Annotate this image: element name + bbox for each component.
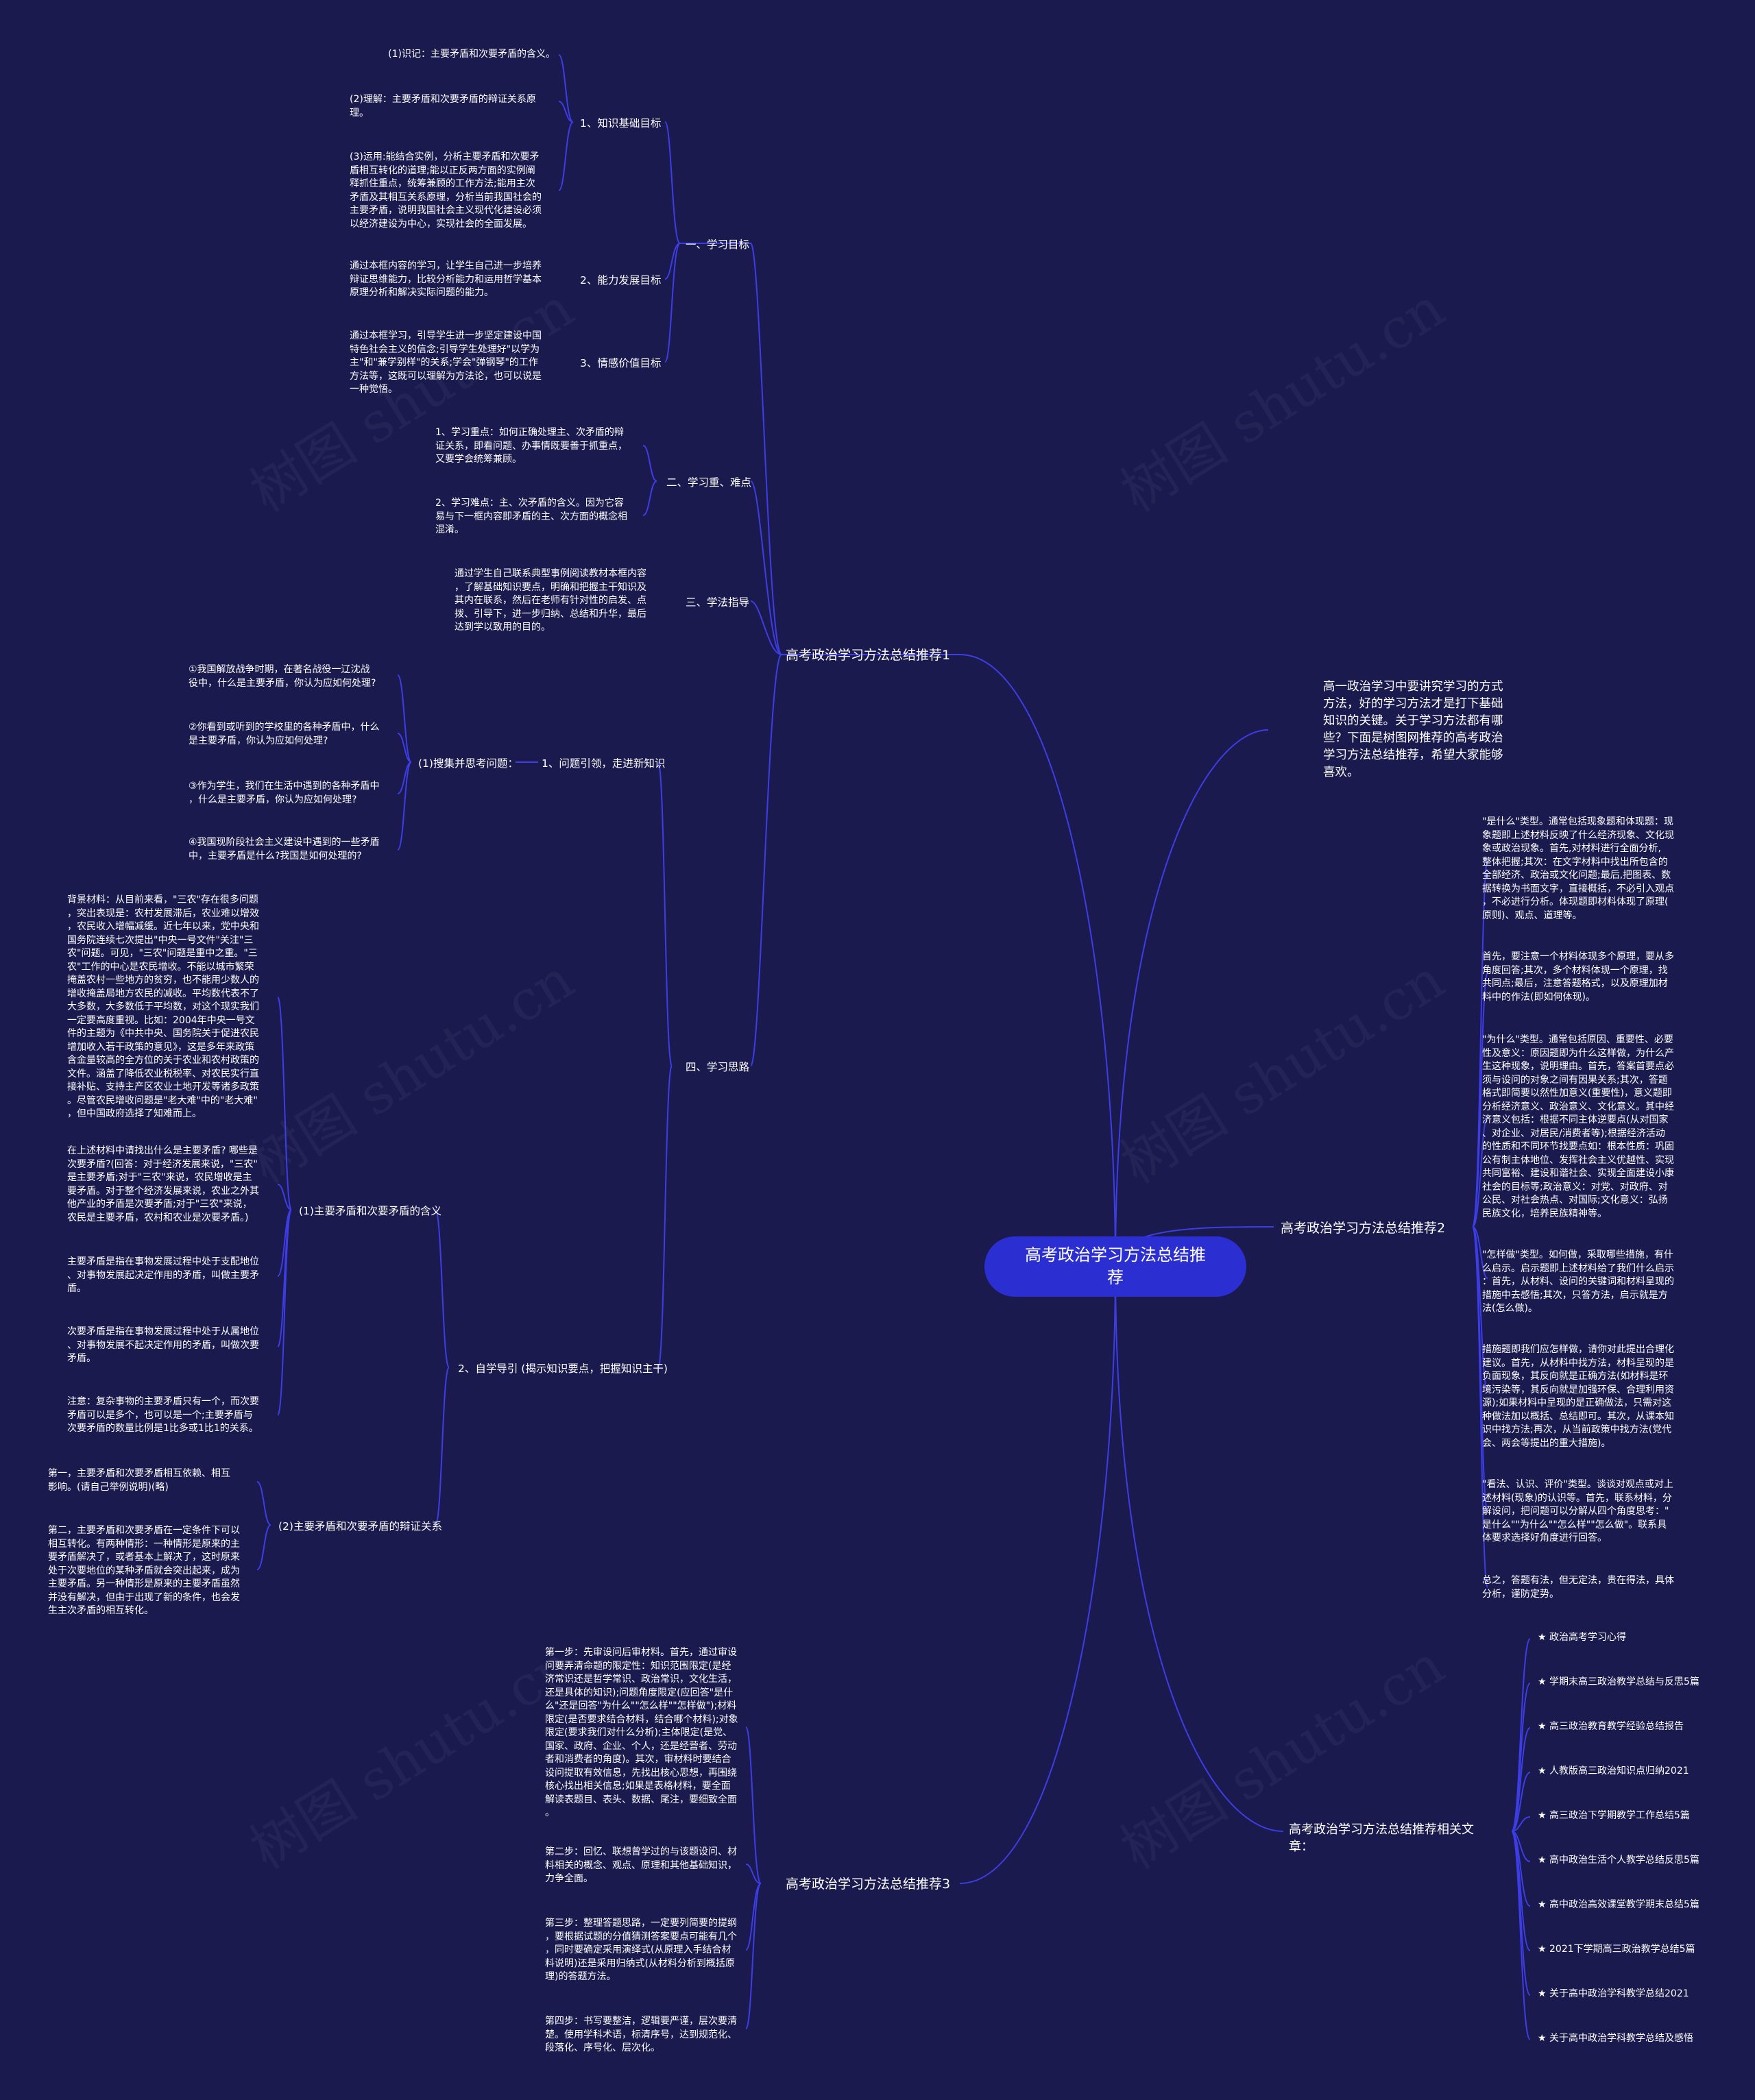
answer-step-item: 第二步：回忆、联想曾学过的与该题设问、材 料相关的概念、观点、原理和其他基础知识… [545,1846,737,1884]
goal-ability-text: 通过本框内容的学习，让学生自己进一步培养 辩证思维能力，比较分析能力和运用哲学基… [350,260,542,298]
question-item: ②你看到或听到的学校里的各种矛盾中，什么 是主要矛盾，你认为应如何处理? [189,722,380,746]
related-article-link[interactable]: ★ 关于高中政治学科教学总结及感悟 [1538,2033,1694,2044]
goal-emotion-text: 通过本框学习，引导学生进一步坚定建设中国 特色社会主义的信念;引导学生处理好"以… [350,330,542,395]
dialectical-relation[interactable]: (2)主要矛盾和次要矛盾的辩证关系 [278,1520,442,1533]
related-article-link[interactable]: ★ 政治高考学习心得 [1538,1632,1627,1643]
question-item: ④我国现阶段社会主义建设中遇到的一些矛盾 中，主要矛盾是什么?我国是如何处理的? [189,837,380,862]
related-article-link[interactable]: ★ 高三政治下学期教学工作总结5篇 [1538,1810,1690,1821]
concept-definition[interactable]: (1)主要矛盾和次要矛盾的含义 [299,1205,441,1217]
relation-item: 第二，主要矛盾和次要矛盾在一定条件下可以 相互转化。有两种情形：一种情形是原来的… [48,1525,240,1616]
section-method[interactable]: 三、学法指导 [686,596,750,609]
concept-item: 主要矛盾是指在事物发展过程中处于支配地位 、对事物发展起决定作用的矛盾，叫做主要… [67,1256,259,1294]
related-article-link[interactable]: ★ 人教版高三政治知识点归纳2021 [1538,1766,1689,1777]
answer-type-item: "是什么"类型。通常包括现象题和体现题：现 象题即上述材料反映了什么经济现象、文… [1482,816,1674,921]
concept-item: 次要矛盾是指在事物发展过程中处于从属地位 、对事物发展不起决定作用的矛盾，叫做次… [67,1326,259,1364]
answer-step-item: 第三步：整理答题思路，一定要列简要的提纲 ，要根据试题的分值猜测答案要点可能有几… [545,1918,737,1982]
related-article-link[interactable]: ★ 关于高中政治学科教学总结2021 [1538,1988,1689,1999]
concept-item: 背景材料：从目前来看，"三农"存在很多问题 ，突出表现是：农村发展滞后，农业难以… [67,894,259,1119]
intro-text: 高一政治学习中要讲究学习的方式 方法，好的学习方法才是打下基础 知识的关键。关于… [1323,680,1503,779]
goal-knowledge[interactable]: 1、知识基础目标 [580,117,662,130]
answer-step-item: 第四步：书写要整洁，逻辑要严谨，层次要清 楚。使用学科术语，标清序号，达到规范化… [545,2016,737,2053]
answer-type-item: 首先，要注意一个材料体现多个原理，要从多 角度回答;其次，多个材料体现一个原理，… [1482,951,1674,1003]
goal-knowledge-item: (2)理解：主要矛盾和次要矛盾的辩证关系原 理。 [350,94,536,119]
goal-emotion[interactable]: 3、情感价值目标 [580,357,662,369]
key-point-item: 2、学习难点：主、次矛盾的含义。因为它容 易与下一框内容即矛盾的主、次方面的概念… [435,498,627,535]
goal-knowledge-item: (1)识记：主要矛盾和次要矛盾的含义。 [388,49,555,60]
section-learning-goals[interactable]: 一、学习目标 [686,239,750,251]
related-article-link[interactable]: ★ 学期末高三政治教学总结与反思5篇 [1538,1676,1699,1687]
branch-1-title[interactable]: 高考政治学习方法总结推荐1 [786,648,951,663]
question-item: ①我国解放战争时期，在著名战役一辽沈战 役中，什么是主要矛盾，你认为应如何处理? [189,664,376,689]
self-study-guide[interactable]: 2、自学导引 (揭示知识要点，把握知识主干) [458,1363,668,1375]
section-key-points[interactable]: 二、学习重、难点 [666,476,752,489]
branch-3-title[interactable]: 高考政治学习方法总结推荐3 [786,1877,951,1892]
root-node[interactable]: 高考政治学习方法总结推 荐 [984,1236,1246,1297]
question-lead[interactable]: 1、问题引领，走进新知识 [542,757,666,770]
related-article-link[interactable]: ★ 2021下学期高三政治教学总结5篇 [1538,1944,1695,1955]
question-item: ③作为学生，我们在生活中遇到的各种矛盾中 ，什么是主要矛盾，你认为应如何处理? [189,781,380,805]
related-article-link[interactable]: ★ 高中政治生活个人教学总结反思5篇 [1538,1855,1699,1866]
section-learning-path[interactable]: 四、学习思路 [686,1061,750,1073]
answer-type-item: "怎样做"类型。如何做，采取哪些措施，有什 么启示。启示题即上述材料给了我们什么… [1482,1249,1674,1314]
method-text: 通过学生自己联系典型事例阅读教材本框内容 ，了解基础知识要点，明确和把握主干知识… [455,568,646,633]
answer-type-item: "为什么"类型。通常包括原因、重要性、必要 性及意义：原因题即为什么这样做，为什… [1482,1034,1674,1219]
relation-item: 第一，主要矛盾和次要矛盾相互依赖、相互 影响。(请自己举例说明)(略) [48,1468,230,1493]
concept-item: 在上述材料中请找出什么是主要矛盾? 哪些是 次要矛盾?(回答：对于经济发展来说，… [67,1145,259,1223]
answer-step-item: 第一步：先审设问后审材料。首先，通过审设 问要弄清命题的限定性：知识范围限定(是… [545,1647,738,1818]
goal-ability[interactable]: 2、能力发展目标 [580,274,662,286]
branch-4-title[interactable]: 高考政治学习方法总结推荐相关文 章： [1289,1822,1474,1854]
branch-2-title[interactable]: 高考政治学习方法总结推荐2 [1281,1221,1446,1236]
concept-item: 注意：复杂事物的主要矛盾只有一个，而次要 矛盾可以是多个，也可以是一个;主要矛盾… [67,1396,259,1434]
goal-knowledge-item: (3)运用:能结合实例，分析主要矛盾和次要矛 盾相互转化的道理;能以正反两方面的… [350,151,542,230]
related-article-link[interactable]: ★ 高三政治教育教学经验总结报告 [1538,1721,1684,1732]
key-point-item: 1、学习重点：如何正确处理主、次矛盾的辩 证关系，即看问题、办事情既要善于抓重点… [435,427,627,465]
answer-type-item: 总之，答题有法，但无定法，贵在得法，具体 分析，谨防定势。 [1482,1575,1674,1600]
answer-type-item: "看法、认识、评价"类型。谈谈对观点或对上 述材料(现象)的认识等。首先，联系材… [1482,1479,1673,1543]
related-article-link[interactable]: ★ 高中政治高效课堂教学期末总结5篇 [1538,1899,1699,1910]
answer-type-item: 措施题即我们应怎样做，请你对此提出合理化 建议。首先，从材料中找方法，材料呈现的… [1482,1344,1674,1449]
collect-questions[interactable]: (1)搜集并思考问题： [418,757,518,770]
